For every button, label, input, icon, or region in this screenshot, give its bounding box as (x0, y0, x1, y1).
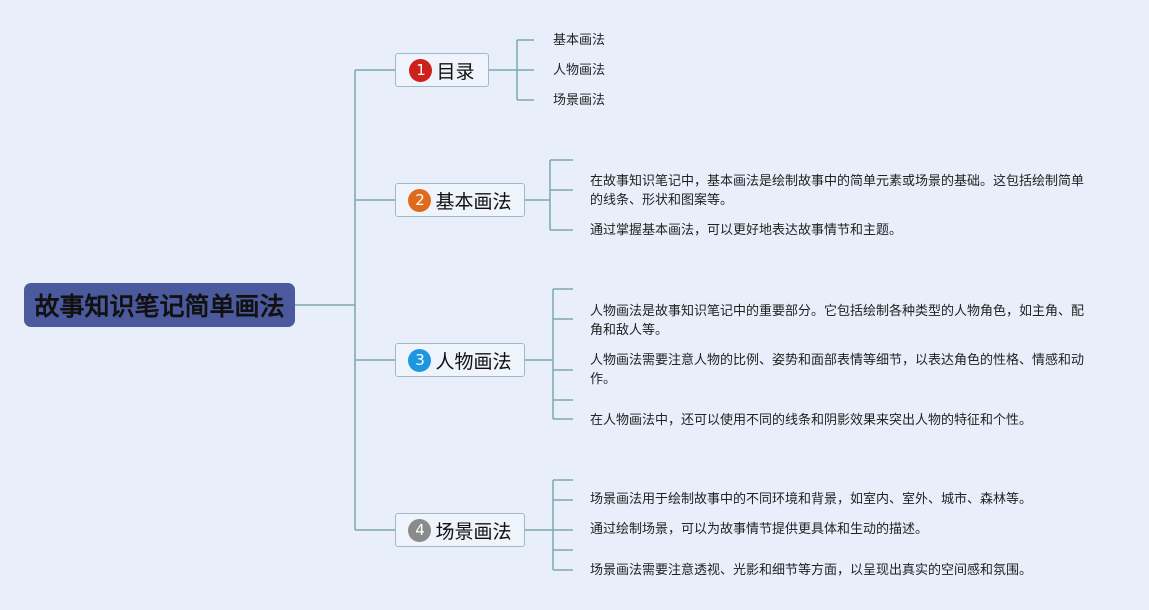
toc-item[interactable]: 场景画法 (553, 93, 606, 108)
branch-label: 基本画法 (435, 190, 512, 213)
number-badge-icon: 4 (408, 518, 432, 542)
note[interactable]: 通过绘制场景，可以为故事情节提供更具体和生动的描述。 (590, 522, 929, 537)
note[interactable]: 通过掌握基本画法，可以更好地表达故事情节和主题。 (590, 223, 903, 238)
number-badge-icon: 2 (408, 188, 432, 212)
note[interactable]: 人物画法是故事知识笔记中的重要部分。它包括绘制各种类型的人物角色，如主角、配角和… (590, 304, 1085, 338)
note[interactable]: 在人物画法中，还可以使用不同的线条和阴影效果来突出人物的特征和个性。 (590, 413, 1033, 428)
number-badge-icon: 1 (409, 58, 433, 82)
note[interactable]: 场景画法需要注意透视、光影和细节等方面，以呈现出真实的空间感和氛围。 (590, 563, 1033, 578)
toc-item[interactable]: 基本画法 (553, 33, 606, 48)
root-topic[interactable]: 故事知识笔记简单画法 (24, 283, 295, 327)
toc-item[interactable]: 人物画法 (553, 63, 606, 78)
root-label: 故事知识笔记简单画法 (34, 292, 285, 321)
branch-label: 人物画法 (435, 350, 512, 373)
number-badge-icon: 3 (408, 348, 432, 372)
note[interactable]: 场景画法用于绘制故事中的不同环境和背景，如室内、室外、城市、森林等。 (590, 492, 1033, 507)
branch-label: 场景画法 (435, 520, 512, 543)
note[interactable]: 人物画法需要注意人物的比例、姿势和面部表情等细节，以表达角色的性格、情感和动作。 (590, 353, 1085, 387)
branch-label: 目录 (436, 60, 475, 83)
note[interactable]: 在故事知识笔记中，基本画法是绘制故事中的简单元素或场景的基础。这包括绘制简单的线… (590, 174, 1085, 208)
